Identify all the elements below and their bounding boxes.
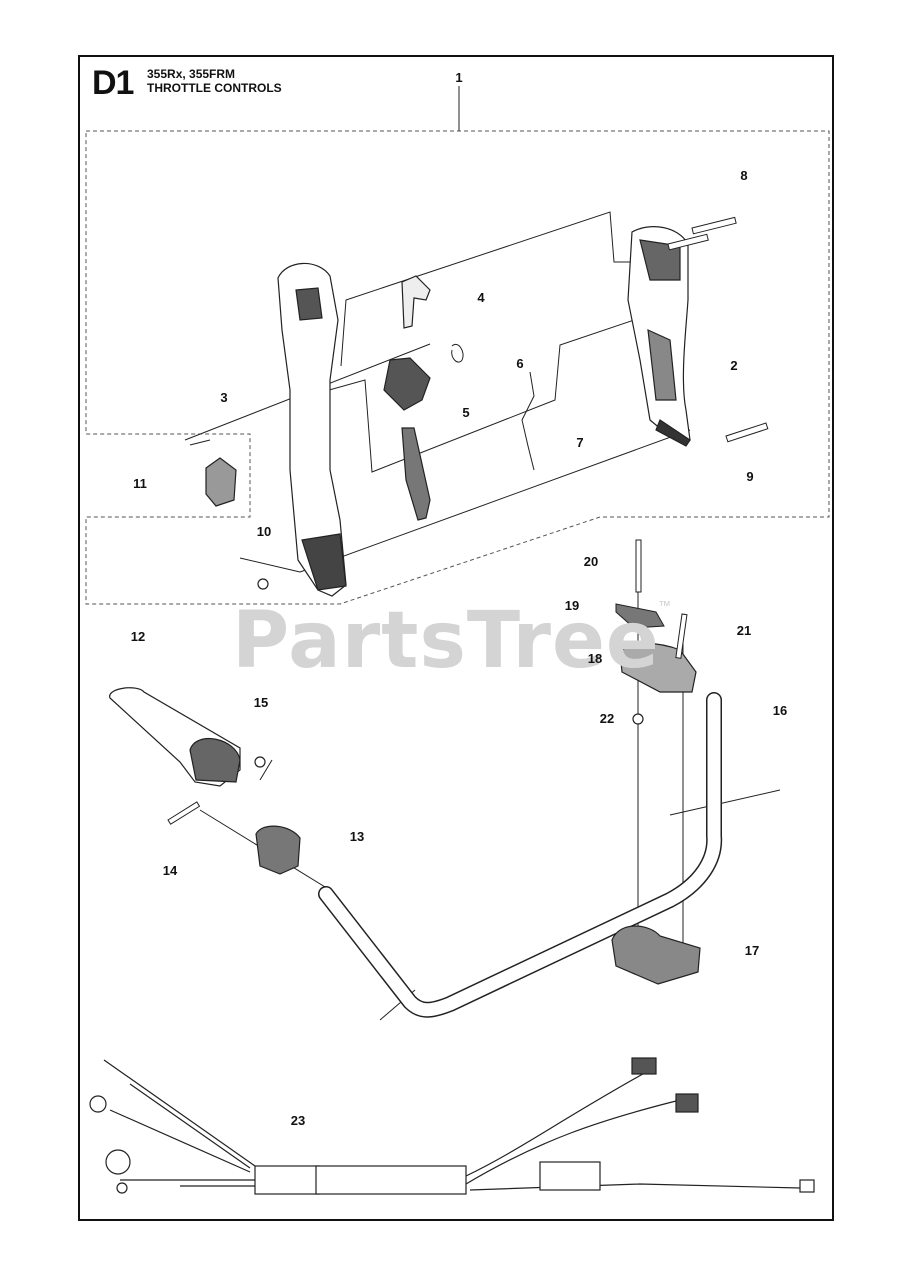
part-callout-23[interactable]: 23 <box>290 1113 306 1128</box>
part-callout-5[interactable]: 5 <box>462 405 470 420</box>
washer-plate <box>615 603 665 629</box>
loop-grip <box>109 687 241 787</box>
part-callout-20[interactable]: 20 <box>583 554 599 569</box>
assembly-boundary <box>85 130 830 605</box>
watermark-text: PartsTree <box>232 596 660 686</box>
wire-harness <box>89 1057 815 1195</box>
part-callout-16[interactable]: 16 <box>772 703 788 718</box>
part-callout-15[interactable]: 15 <box>253 695 269 710</box>
part-callout-14[interactable]: 14 <box>162 863 178 878</box>
part-callout-2[interactable]: 2 <box>730 358 738 373</box>
clamp-knob <box>255 825 301 875</box>
washer <box>632 713 644 725</box>
part-callout-9[interactable]: 9 <box>746 469 754 484</box>
nut <box>257 578 269 590</box>
model-numbers: 355Rx, 355FRM <box>147 67 236 81</box>
part-callout-18[interactable]: 18 <box>587 651 603 666</box>
diagram-frame <box>78 55 834 1221</box>
part-callout-17[interactable]: 17 <box>744 943 760 958</box>
part-callout-10[interactable]: 10 <box>256 524 272 539</box>
throttle-trigger <box>401 427 431 521</box>
bolt <box>167 801 201 825</box>
part-callout-1[interactable]: 1 <box>455 70 463 85</box>
spring <box>451 344 464 363</box>
part-callout-22[interactable]: 22 <box>599 711 615 726</box>
part-callout-7[interactable]: 7 <box>576 435 584 450</box>
part-callout-4[interactable]: 4 <box>477 290 485 305</box>
screws <box>667 216 769 443</box>
watermark-trademark: ™ <box>658 598 671 613</box>
short-screw <box>675 613 688 659</box>
part-callout-11[interactable]: 11 <box>133 476 147 491</box>
spring-wire <box>521 371 535 471</box>
stop-lever <box>401 275 431 329</box>
part-callout-13[interactable]: 13 <box>349 829 365 844</box>
part-callout-6[interactable]: 6 <box>516 356 524 371</box>
part-callout-21[interactable]: 21 <box>736 623 752 638</box>
stop-switch <box>205 457 237 507</box>
diagram-title-block: 355Rx, 355FRM THROTTLE CONTROLS <box>147 67 282 95</box>
part-callout-12[interactable]: 12 <box>130 629 146 644</box>
long-screw <box>635 539 642 593</box>
lower-bracket <box>611 925 701 985</box>
left-handle-half <box>277 262 347 597</box>
part-callout-19[interactable]: 19 <box>564 598 580 613</box>
diagram-title: THROTTLE CONTROLS <box>147 81 282 95</box>
throttle-lock <box>383 357 431 411</box>
section-code: D1 <box>92 64 134 102</box>
part-callout-3[interactable]: 3 <box>220 390 228 405</box>
lock-nut <box>254 756 266 768</box>
right-handle-half <box>627 226 691 447</box>
part-callout-8[interactable]: 8 <box>740 168 748 183</box>
